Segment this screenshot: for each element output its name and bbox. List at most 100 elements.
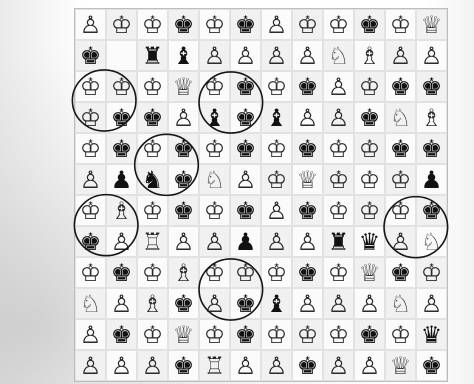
grid-cell: ♕ bbox=[168, 71, 199, 102]
grid-cell: ♔ bbox=[323, 164, 354, 195]
grid-cell: ♙ bbox=[199, 226, 230, 257]
grid-cell: ♔ bbox=[137, 71, 168, 102]
grid-cell: ♔ bbox=[323, 195, 354, 226]
grid-cell: ♚ bbox=[230, 102, 261, 133]
grid-cell: ♟ bbox=[416, 164, 447, 195]
grid-cell: ♖ bbox=[199, 350, 230, 381]
grid-cell: ♘ bbox=[416, 226, 447, 257]
grid-cell: ♘ bbox=[385, 102, 416, 133]
grid-cell: ♚ bbox=[292, 133, 323, 164]
grid-cell: ♔ bbox=[292, 319, 323, 350]
grid-cell: ♚ bbox=[168, 9, 199, 40]
grid-cell: ♚ bbox=[137, 102, 168, 133]
grid-cell: ♙ bbox=[230, 350, 261, 381]
grid-cell: ♚ bbox=[230, 71, 261, 102]
grid-cell: ♘ bbox=[75, 288, 106, 319]
grid-cell: ♚ bbox=[292, 350, 323, 381]
grid-cell: ♚ bbox=[385, 133, 416, 164]
grid-cell: ♘ bbox=[199, 164, 230, 195]
grid-cell: ♚ bbox=[416, 195, 447, 226]
grid-cell: ♔ bbox=[323, 133, 354, 164]
grid-cell: ♜ bbox=[323, 226, 354, 257]
grid-cell: ♝ bbox=[261, 288, 292, 319]
grid-cell: ♚ bbox=[354, 319, 385, 350]
grid-cell: ♔ bbox=[75, 133, 106, 164]
grid-cell: ♕ bbox=[168, 319, 199, 350]
grid-cell: ♕ bbox=[292, 164, 323, 195]
grid-cell: ♚ bbox=[230, 319, 261, 350]
grid-cell: ♙ bbox=[75, 319, 106, 350]
grid-cell: ♗ bbox=[354, 40, 385, 71]
grid-cell: ♔ bbox=[385, 319, 416, 350]
grid-cell: ♔ bbox=[323, 9, 354, 40]
grid-cell: ♗ bbox=[106, 195, 137, 226]
grid-cell: ♚ bbox=[75, 40, 106, 71]
grid-cell: ♚ bbox=[106, 102, 137, 133]
grid-cell: ♔ bbox=[323, 319, 354, 350]
grid-cell: ♙ bbox=[199, 40, 230, 71]
grid-cell: ♙ bbox=[106, 288, 137, 319]
grid-cell: ♙ bbox=[261, 350, 292, 381]
grid-cell: ♔ bbox=[261, 164, 292, 195]
grid-cell: ♚ bbox=[168, 350, 199, 381]
grid-cell: ♘ bbox=[323, 40, 354, 71]
grid-cell: ♟ bbox=[230, 226, 261, 257]
grid-cell: ♔ bbox=[137, 9, 168, 40]
grid-cell bbox=[106, 40, 137, 71]
grid-cell: ♚ bbox=[75, 226, 106, 257]
grid-cell: ♚ bbox=[385, 71, 416, 102]
grid-cell: ♙ bbox=[75, 9, 106, 40]
grid-cell: ♚ bbox=[168, 164, 199, 195]
grid-cell: ♚ bbox=[168, 195, 199, 226]
grid-cell: ♙ bbox=[416, 40, 447, 71]
grid-cell: ♔ bbox=[354, 164, 385, 195]
grid-cell: ♚ bbox=[354, 9, 385, 40]
grid-cell: ♙ bbox=[385, 226, 416, 257]
grid-cell: ♔ bbox=[323, 257, 354, 288]
grid-cell: ♙ bbox=[354, 350, 385, 381]
grid-cell: ♙ bbox=[199, 288, 230, 319]
grid-cell: ♚ bbox=[354, 102, 385, 133]
chess-piece-grid: ♙♔♔♚♔♚♙♔♔♚♔♕♚♜♝♙♙♙♙♘♗♙♙♔♔♔♕♔♚♔♚♙♔♚♚♔♚♚♙♝… bbox=[74, 8, 448, 382]
grid-cell: ♚ bbox=[292, 71, 323, 102]
grid-cell: ♝ bbox=[199, 102, 230, 133]
grid-cell: ♗ bbox=[137, 288, 168, 319]
grid-cell: ♔ bbox=[261, 319, 292, 350]
grid-cell: ♙ bbox=[75, 164, 106, 195]
grid-cell: ♜ bbox=[137, 40, 168, 71]
grid-cell: ♔ bbox=[416, 257, 447, 288]
grid-cell: ♙ bbox=[106, 350, 137, 381]
grid-cell: ♔ bbox=[199, 257, 230, 288]
grid-cell: ♔ bbox=[75, 257, 106, 288]
grid-cell: ♚ bbox=[106, 319, 137, 350]
grid-cell: ♙ bbox=[168, 102, 199, 133]
grid-cell: ♚ bbox=[230, 133, 261, 164]
grid-cell: ♔ bbox=[261, 257, 292, 288]
grid-cell: ♔ bbox=[199, 195, 230, 226]
grid-cell: ♔ bbox=[199, 71, 230, 102]
grid-cell: ♔ bbox=[354, 133, 385, 164]
grid-cell: ♔ bbox=[230, 257, 261, 288]
grid-cell: ♛ bbox=[416, 319, 447, 350]
grid-cell: ♚ bbox=[416, 350, 447, 381]
grid-cell: ♙ bbox=[323, 71, 354, 102]
grid-cell: ♙ bbox=[292, 102, 323, 133]
grid-cell: ♚ bbox=[292, 195, 323, 226]
grid-cell: ♙ bbox=[354, 288, 385, 319]
grid-cell: ♔ bbox=[137, 257, 168, 288]
grid-cell: ♙ bbox=[292, 40, 323, 71]
grid-cell: ♙ bbox=[323, 102, 354, 133]
grid-cell: ♙ bbox=[261, 195, 292, 226]
grid-cell: ♘ bbox=[385, 288, 416, 319]
grid-cell: ♔ bbox=[354, 195, 385, 226]
grid-cell: ♗ bbox=[416, 102, 447, 133]
grid-cell: ♙ bbox=[292, 288, 323, 319]
grid-cell: ♛ bbox=[354, 226, 385, 257]
grid-cell: ♙ bbox=[323, 288, 354, 319]
grid-cell: ♝ bbox=[168, 40, 199, 71]
grid-cell: ♔ bbox=[137, 195, 168, 226]
grid-cell: ♔ bbox=[385, 195, 416, 226]
grid-cell: ♙ bbox=[385, 40, 416, 71]
grid-cell: ♙ bbox=[137, 350, 168, 381]
